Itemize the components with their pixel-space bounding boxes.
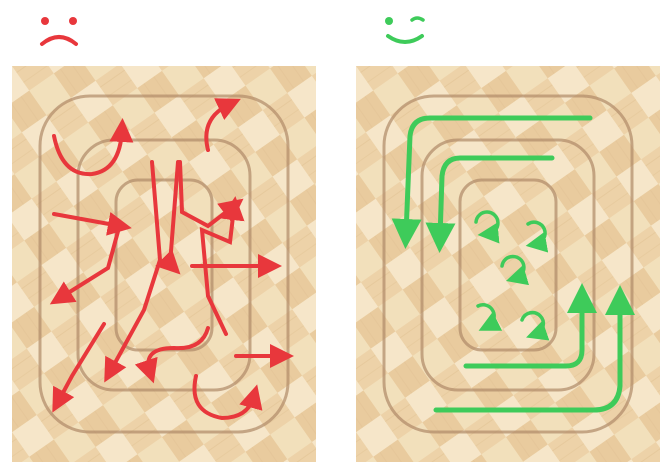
panel-right bbox=[356, 66, 660, 462]
panel-wrong bbox=[12, 66, 316, 462]
sad-face-icon bbox=[36, 8, 92, 48]
winking-face-icon bbox=[380, 8, 436, 48]
